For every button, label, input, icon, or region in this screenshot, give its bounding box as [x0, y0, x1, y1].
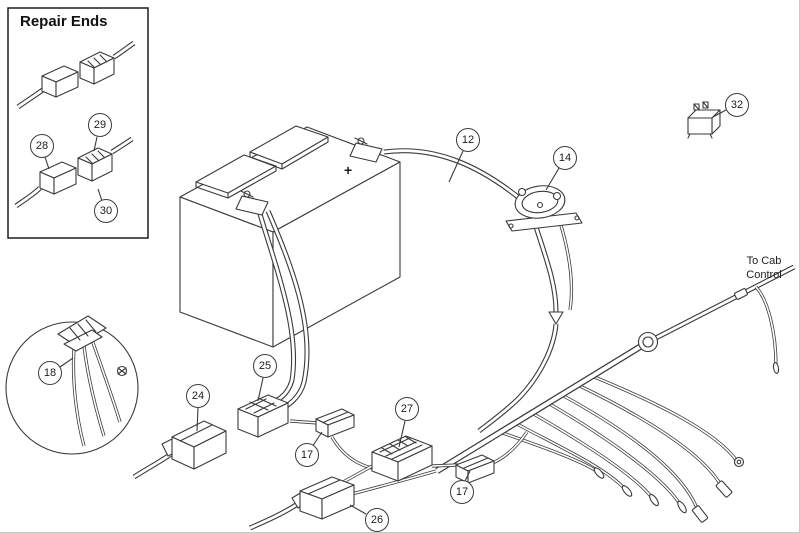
callout-27: 27 [395, 397, 419, 421]
to-cab-control-label: To Cab Control [746, 255, 782, 282]
inline-fitting [734, 288, 748, 300]
solenoid-stud-right [552, 191, 562, 201]
battery [179, 125, 401, 348]
wire-end-terminals [593, 456, 745, 523]
connector-17-left [315, 408, 355, 438]
main-harness [437, 267, 794, 471]
connector-24 [161, 420, 227, 470]
callout-17-left: 17 [295, 443, 319, 467]
callout-18: 18 [38, 361, 62, 385]
callout-leaders [44, 109, 727, 515]
callout-29: 29 [88, 113, 112, 137]
connector-26 [291, 476, 355, 520]
connector-27 [371, 435, 433, 482]
battery-positive-symbol: + [344, 162, 353, 178]
callout-26: 26 [365, 508, 389, 532]
callout-32: 32 [725, 93, 749, 117]
connector-25 [237, 394, 289, 438]
callout-25: 25 [253, 354, 277, 378]
ring-terminal [733, 456, 745, 468]
repair-ends-title: Repair Ends [20, 13, 108, 30]
repair-ends-inset [7, 7, 149, 239]
callout-12: 12 [456, 128, 480, 152]
relay-32 [687, 101, 721, 139]
callout-24: 24 [186, 384, 210, 408]
magnifier-inset [5, 315, 139, 455]
solenoid [505, 185, 583, 232]
harness-grommet [637, 331, 659, 353]
callout-28: 28 [30, 134, 54, 158]
harness-branch-wires [498, 374, 739, 516]
callout-14: 14 [553, 146, 577, 170]
battery-terminals [235, 137, 383, 216]
solenoid-stud-left [517, 187, 527, 197]
cable-marker-chevron [548, 311, 564, 325]
callout-30: 30 [94, 199, 118, 223]
solenoid-cables [479, 220, 574, 431]
battery-right-face [272, 161, 401, 348]
callout-17-right: 17 [450, 480, 474, 504]
